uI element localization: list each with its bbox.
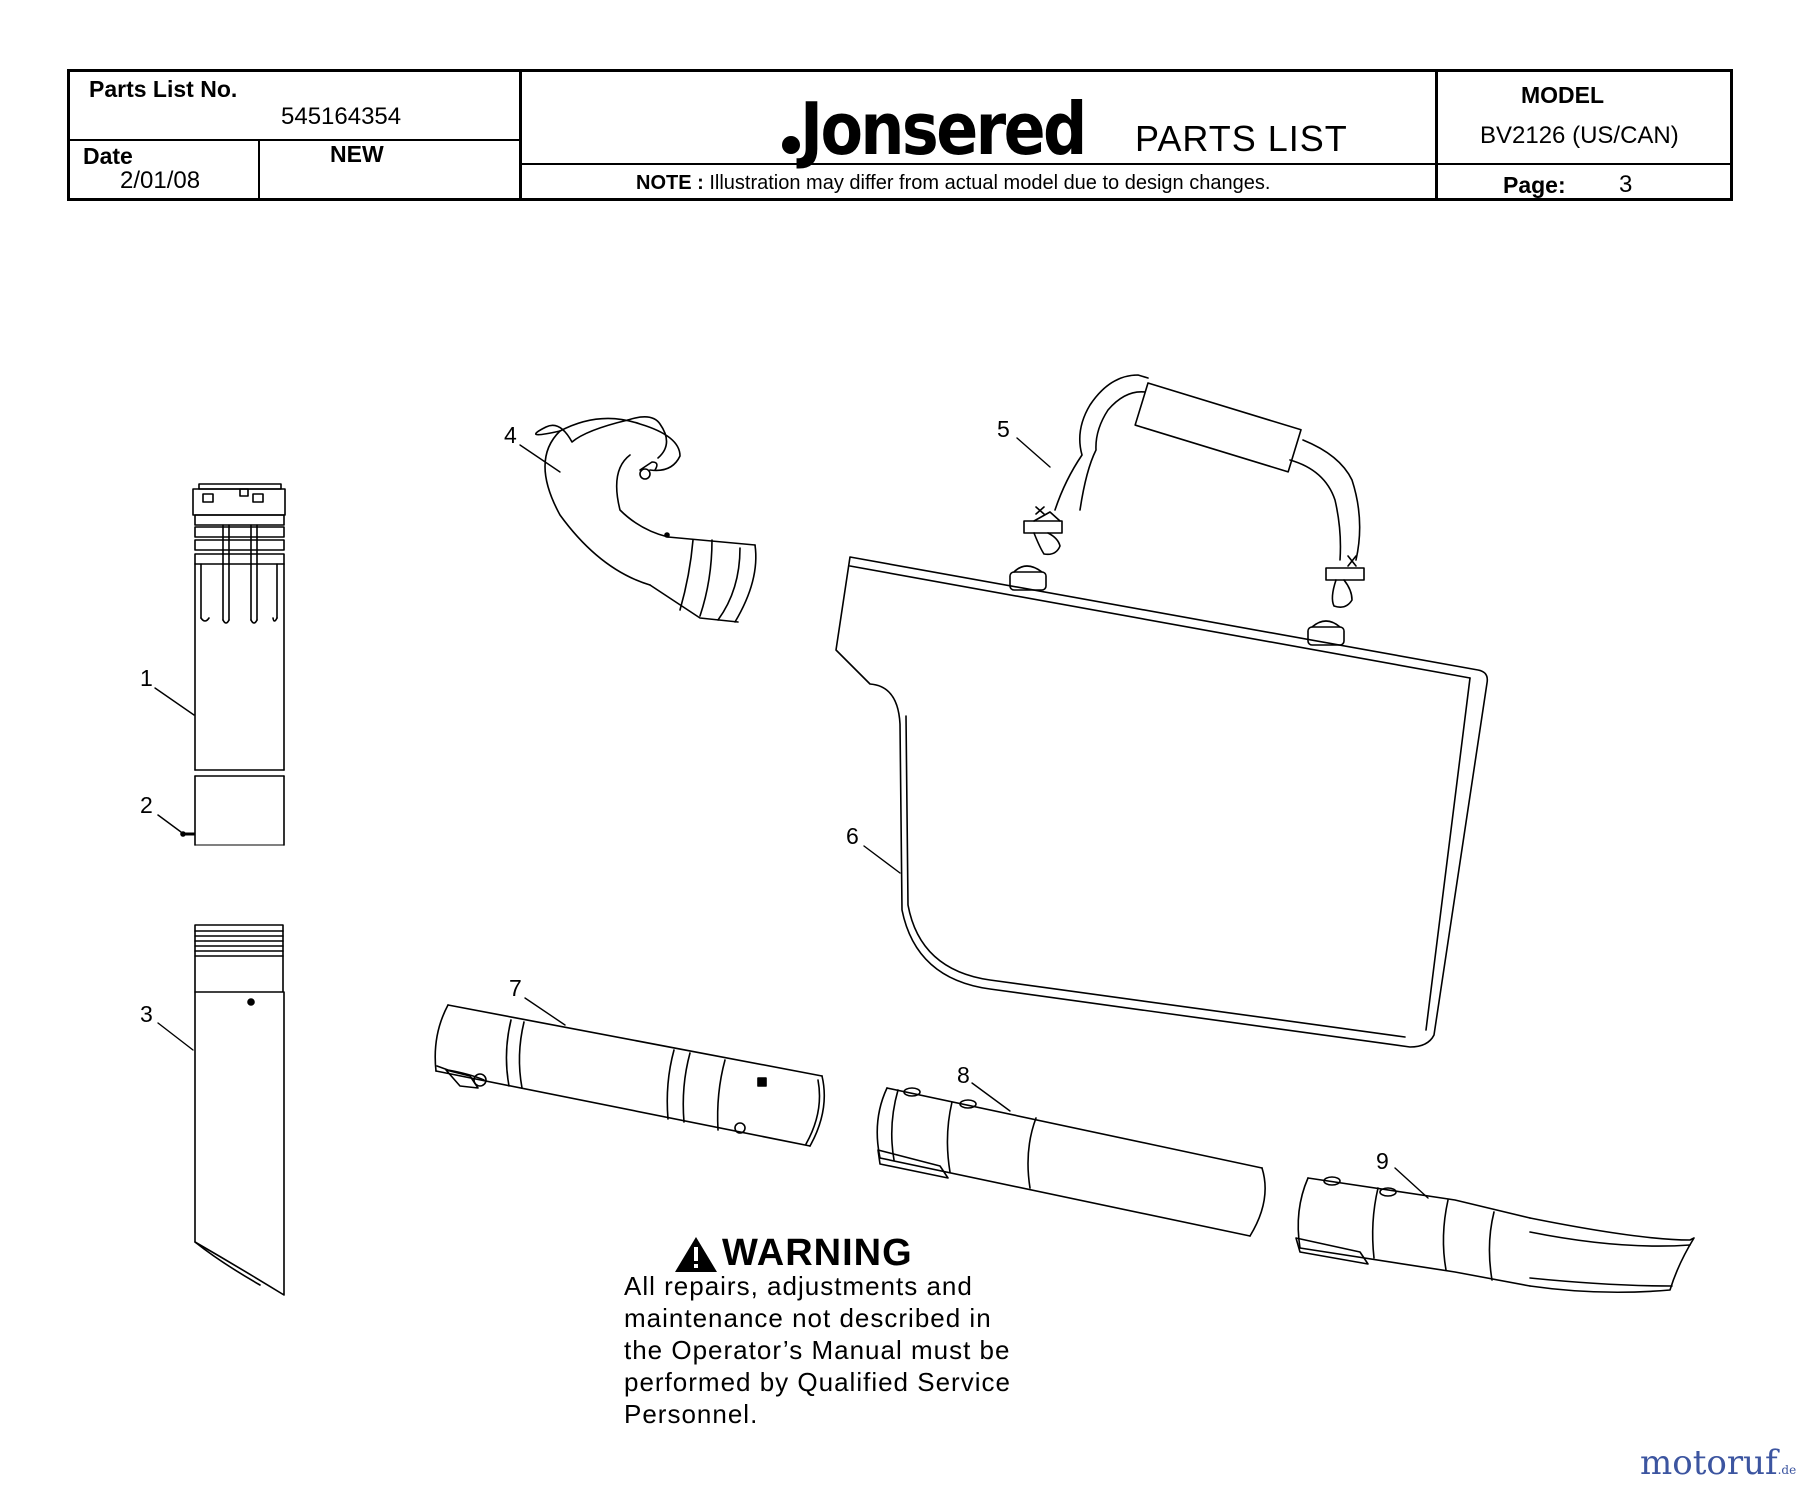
document-title: PARTS LIST (1135, 118, 1348, 159)
warning-line: All repairs, adjustments and (624, 1271, 973, 1301)
note-text: Illustration may differ from actual mode… (709, 172, 1271, 194)
callout-1: 1 (140, 665, 153, 691)
header-divider (519, 163, 1733, 165)
part-3-vacuum-nozzle (194, 924, 285, 1296)
warning-icon (675, 1237, 717, 1272)
parts-list-no-label: Parts List No. (89, 76, 238, 102)
date-value: 2/01/08 (120, 167, 201, 194)
header-divider (519, 69, 522, 201)
part-1-vacuum-tube (192, 483, 286, 846)
watermark-text: motoruf (1640, 1443, 1778, 1483)
warning-line: Personnel. (624, 1399, 759, 1429)
callout-leaders (154, 437, 1429, 1199)
callout-3: 3 (140, 1001, 153, 1027)
callout-5: 5 (997, 416, 1010, 442)
brand-logo: Jonsered (800, 87, 1087, 171)
warning-line: maintenance not described in (624, 1303, 992, 1333)
warning-line: performed by Qualified Service (624, 1367, 1011, 1397)
note-label: NOTE : (636, 172, 704, 194)
warning-line: the Operator’s Manual must be (624, 1335, 1011, 1365)
design-note: NOTE : Illustration may differ from actu… (636, 172, 1270, 195)
page-number: 3 (1619, 171, 1633, 198)
model-value: BV2126 (US/CAN) (1480, 122, 1679, 149)
callout-4: 4 (504, 422, 517, 448)
model-label: MODEL (1521, 82, 1605, 108)
callout-2: 2 (140, 792, 153, 818)
callout-8: 8 (957, 1062, 970, 1088)
warning-title: WARNING (722, 1232, 913, 1274)
part-5-shoulder-strap (1023, 374, 1365, 608)
callout-7: 7 (509, 975, 522, 1001)
header-divider (258, 139, 260, 201)
callout-6: 6 (846, 823, 859, 849)
part-9-flat-nozzle (1295, 1176, 1695, 1294)
date-label: Date (83, 143, 133, 169)
part-2-screw (180, 831, 196, 837)
part-7-blower-tube (434, 1004, 826, 1147)
part-6-collection-bag (835, 556, 1489, 1048)
header-table (67, 69, 1733, 201)
part-4-elbow (534, 416, 757, 623)
parts-list-no: 545164354 (281, 103, 402, 130)
header-divider (1435, 69, 1438, 201)
header-divider (67, 139, 521, 141)
part-8-blower-tube (876, 1087, 1266, 1237)
warning-text: All repairs, adjustments and maintenance… (624, 1270, 1011, 1430)
callout-9: 9 (1376, 1148, 1389, 1174)
brand-logo-dot (782, 136, 800, 154)
watermark: motoruf.de (1640, 1443, 1796, 1483)
status-label: NEW (330, 141, 384, 167)
page-label: Page: (1503, 172, 1566, 198)
watermark-suffix: .de (1777, 1463, 1797, 1477)
